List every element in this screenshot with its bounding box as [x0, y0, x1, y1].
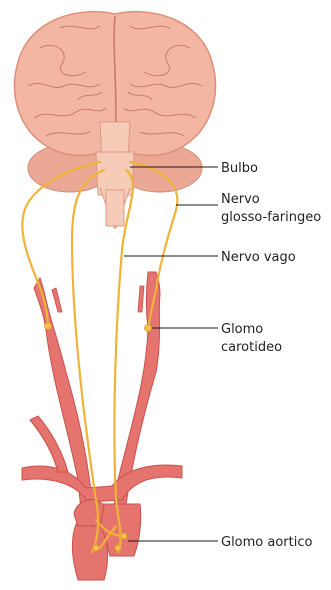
label-bulbo: Bulbo	[221, 161, 258, 176]
aortic-body-2	[115, 545, 121, 551]
label-nervo-vago: Nervo vago	[221, 250, 296, 265]
label-glomo-aortico: Glomo aortico	[221, 535, 313, 550]
label-nervo-glosso-faringeo: Nervo glosso-faringeo	[221, 192, 321, 225]
carotid-body-right	[145, 325, 152, 332]
aortic-body-3	[121, 533, 127, 539]
labels: Bulbo Nervo glosso-faringeo Nervo vago G…	[221, 161, 321, 550]
aortic-body-1	[93, 545, 99, 551]
label-glomo-carotideo: Glomo carotideo	[221, 322, 282, 355]
arteries	[22, 272, 182, 580]
carotid-body-left	[45, 323, 52, 330]
